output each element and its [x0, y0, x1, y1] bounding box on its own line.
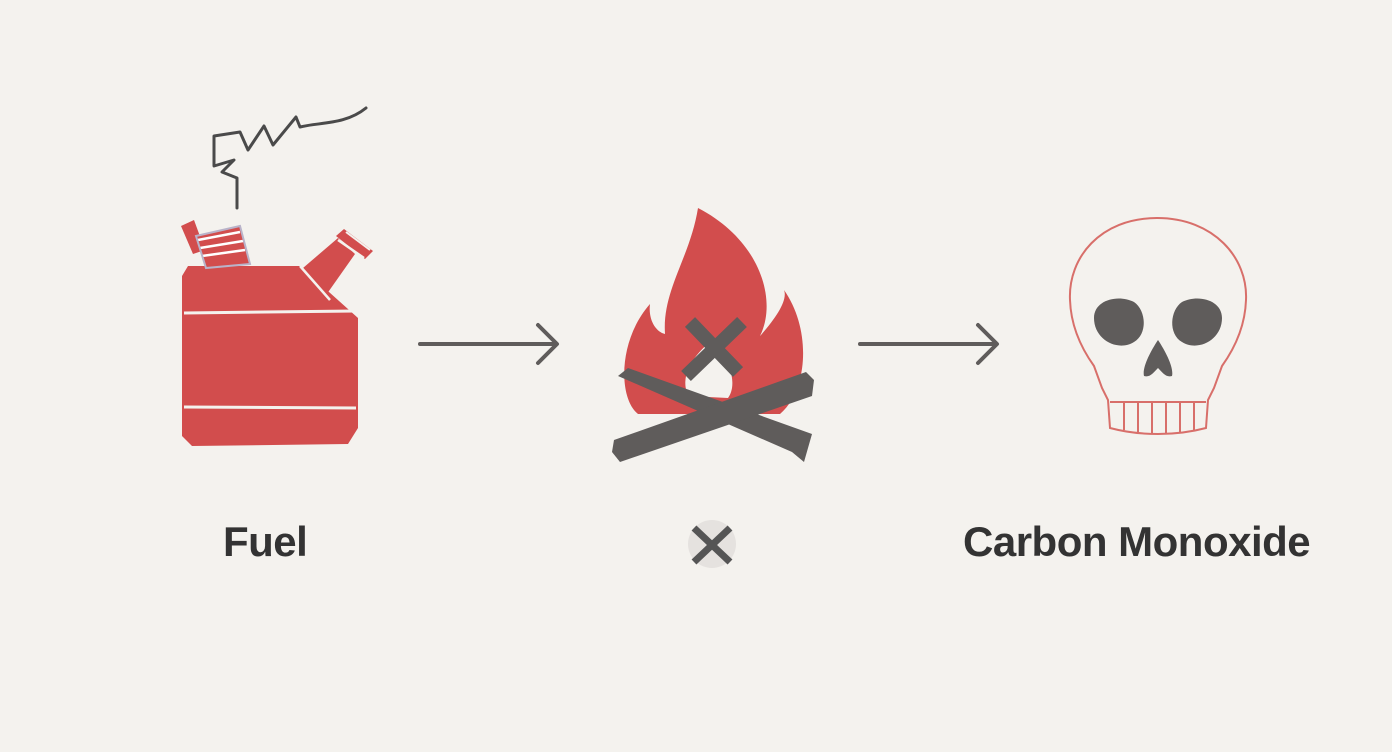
fuel-can-icon — [181, 106, 373, 446]
fumes-icon — [212, 106, 368, 210]
arrow-right-icon — [858, 323, 999, 365]
label-fuel: Fuel — [223, 518, 308, 565]
campfire-icon — [612, 208, 814, 462]
skull-icon — [1068, 216, 1248, 435]
label-carbon-monoxide: Carbon Monoxide — [963, 518, 1311, 565]
flame-icon — [624, 208, 804, 414]
cross-mark-icon — [681, 316, 747, 382]
arrow-right-icon — [418, 323, 559, 365]
cross-mark-icon — [688, 520, 736, 568]
